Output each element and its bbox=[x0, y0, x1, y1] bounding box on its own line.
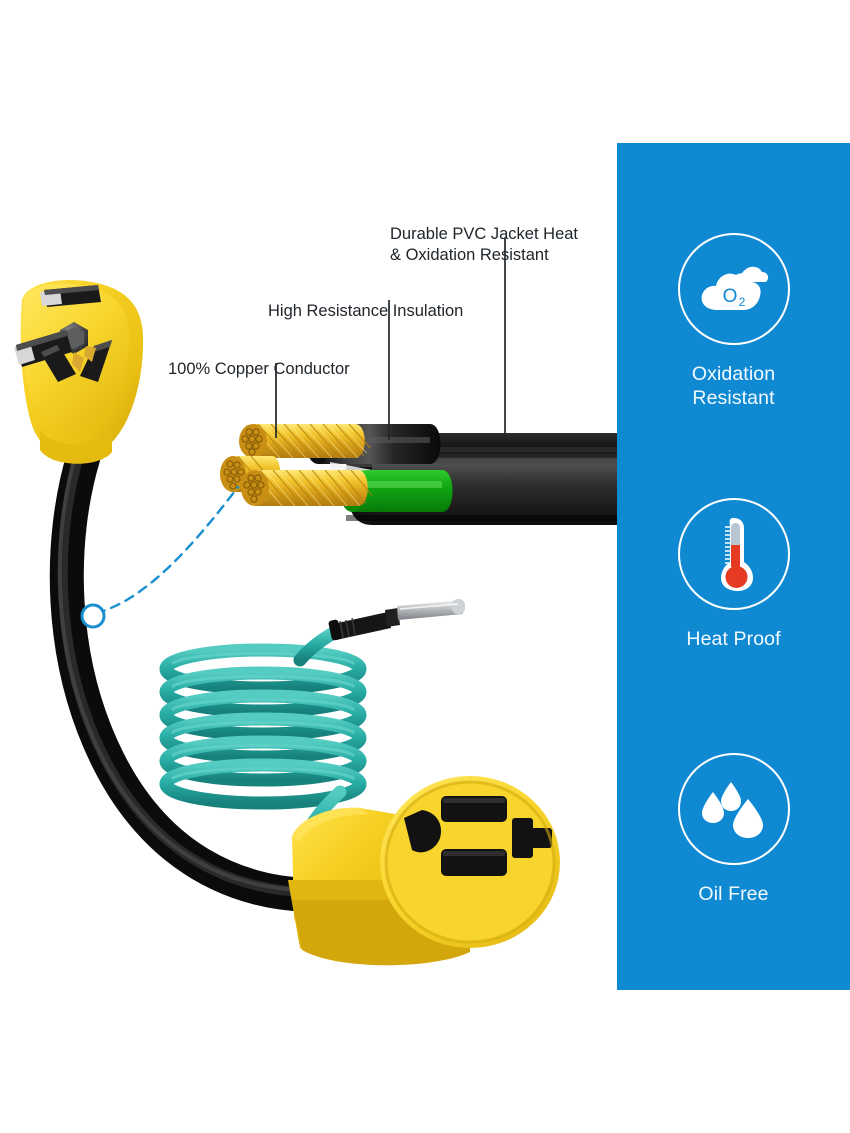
callout-text: 100% Copper Conductor bbox=[168, 360, 350, 378]
feature-label: Oil Free bbox=[698, 883, 769, 905]
feature-circle bbox=[677, 753, 790, 865]
o2-badge-text: O bbox=[722, 286, 737, 307]
cable-inner-cores bbox=[306, 424, 453, 512]
plug-center-hex bbox=[60, 322, 88, 354]
feature-item-heat-proof: Heat Proof bbox=[617, 498, 850, 651]
callout-durable-pvc-jacket: Durable PVC Jacket Heat & Oxidation Resi… bbox=[390, 203, 578, 266]
teal-coiled-wire bbox=[159, 599, 465, 869]
feature-circle bbox=[677, 498, 790, 610]
plug-blade-lower-left bbox=[40, 344, 76, 382]
feature-label: Heat Proof bbox=[686, 628, 781, 650]
callout-copper-conductor: 100% Copper Conductor bbox=[168, 338, 350, 380]
thermometer-icon bbox=[720, 518, 753, 591]
cable-curved-section bbox=[49, 438, 327, 912]
dashed-callout-line bbox=[80, 485, 240, 629]
callout-text: High Resistance Insulation bbox=[268, 302, 464, 320]
cable-straight-section bbox=[346, 433, 617, 525]
feature-label: Oxidation Resistant bbox=[691, 363, 776, 409]
wire-connector-tip bbox=[328, 599, 465, 641]
feature-item-oxidation-resistant: O 2 Oxidation Resistant bbox=[617, 233, 850, 410]
callout-text: Durable PVC Jacket Heat & Oxidation Resi… bbox=[390, 225, 579, 264]
o2-badge-subscript: 2 bbox=[738, 295, 745, 309]
female-receptacle-4-slot bbox=[288, 776, 560, 966]
receptacle-slots bbox=[404, 796, 552, 876]
plug-blade-right bbox=[80, 340, 112, 382]
callout-ring-marker bbox=[80, 603, 106, 629]
feature-item-oil-free: Oil Free bbox=[617, 753, 850, 906]
feature-panel: O 2 Oxidation Resistant bbox=[617, 143, 850, 990]
copper-conductor-bundles bbox=[220, 424, 374, 506]
feature-circle: O 2 bbox=[677, 233, 790, 345]
callout-high-resistance-insulation: High Resistance Insulation bbox=[268, 280, 463, 322]
male-plug-4-prong bbox=[14, 280, 144, 464]
cloud-o2-icon: O 2 bbox=[701, 266, 768, 310]
plug-blade-left bbox=[14, 330, 72, 367]
oil-drops-icon bbox=[701, 782, 763, 838]
plug-blade-top bbox=[40, 285, 101, 307]
